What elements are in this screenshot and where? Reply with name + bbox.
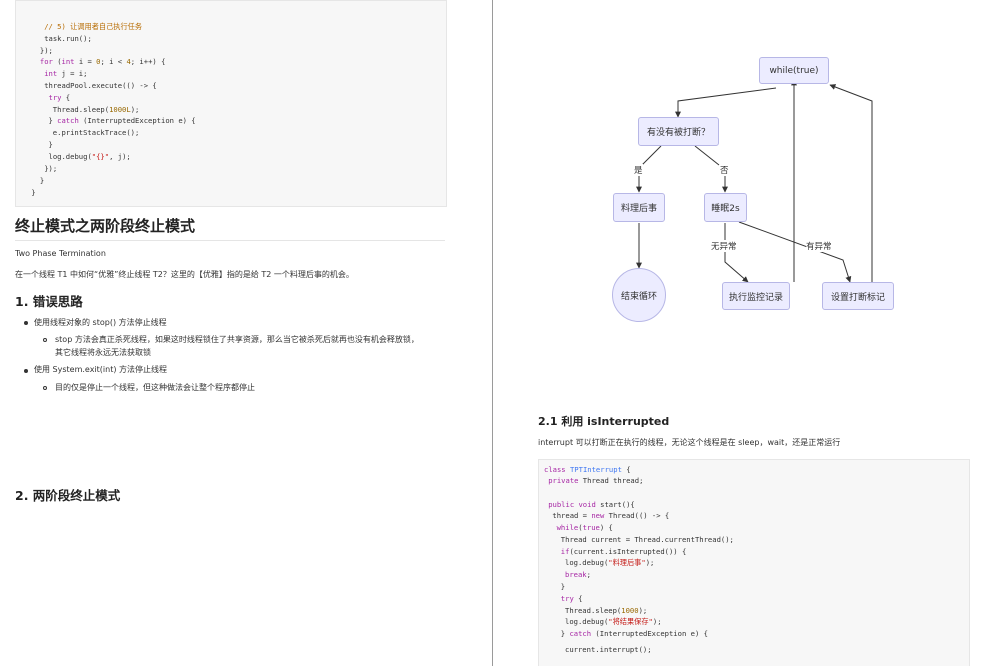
edge-label-no-exception: 无异常 [711,240,737,252]
code-line: // 5) 让调用者自己执行任务 [44,22,143,31]
section-isinterrupted-title: 2.1 利用 isInterrupted [538,415,670,428]
edge-label-exception: 有异常 [806,240,832,252]
flowchart-edges [636,79,873,283]
bullet-dot [24,369,28,373]
heading-termination-pattern: 终止模式之两阶段终止模式 [15,215,445,241]
code-line: try { [48,93,71,102]
sub-bullet-stop-line2: 其它线程将永远无法获取锁 [55,348,151,357]
code-line: while(true) { [556,523,613,532]
code-line: public void start(){ [548,500,635,509]
node-check-interrupted: 有没有被打断？ [638,117,719,146]
subtitle-two-phase: Two Phase Termination [15,249,106,258]
edge-check-yes [638,145,662,169]
edge-setflag-to-loop [829,84,873,282]
edge-label-no: 否 [720,164,729,176]
code-line: threadPool.execute(() -> { [44,81,157,90]
page-divider [492,0,493,666]
code-line: Thread.sleep(1000); [565,606,648,615]
code-line: if(current.isInterrupted()) { [560,547,687,556]
code-line: log.debug("料理后事"); [565,558,655,567]
isinterrupted-description: interrupt 可以打断正在执行的线程，无论这个线程是在 sleep，wai… [538,438,841,447]
code-line: }); [39,46,53,55]
left-page: // 5) 让调用者自己执行任务 task.run();}); for (int i… [15,0,447,503]
bullet-dot [24,321,28,325]
bullet-circle [43,386,47,390]
bullet-stop-method: 使用线程对象的 stop() 方法停止线程 [34,318,167,327]
right-page: while(true) 有没有被打断？ 料理后事 睡眠2s 结束循环 执行监控记… [493,0,982,666]
node-set-interrupt-flag: 设置打断标记 [822,282,894,310]
code-line: } catch (InterruptedException e) { [560,629,708,638]
code-line: Thread current = Thread.currentThread(); [560,535,734,544]
intro-paragraph: 在一个线程 T1 中如何“优雅”终止线程 T2？这里的【优雅】指的是给 T2 一… [15,270,354,279]
code-line: private Thread thread; [548,476,644,485]
edge-sleep-exception [738,221,852,283]
section-two-phase-title: 2. 两阶段终止模式 [15,488,121,503]
code-line: log.debug("{}", j); [48,152,131,161]
code-line: log.debug("将结果保存"); [565,617,662,626]
code-line: Thread.sleep(1000L); [52,105,140,114]
bullet-system-exit: 使用 System.exit(int) 方法停止线程 [34,365,168,374]
node-end-loop: 结束循环 [612,268,666,322]
code-line: e.printStackTrace(); [52,128,140,137]
node-while-true: while(true) [759,57,829,84]
node-sleep-2s: 睡眠2s [704,193,747,222]
edge-sleep-no-exception [724,223,749,283]
code-line: } [560,582,566,591]
sub-bullet-system-exit: 目的仅是停止一个线程，但这种做法会让整个程序都停止 [55,383,255,392]
node-cleanup: 料理后事 [613,193,665,222]
edge-loop-to-check [675,87,777,118]
code-line: class TPTInterrupt { [544,465,631,474]
code-block-thread-pool: // 5) 让调用者自己执行任务 task.run();}); for (int i… [15,0,447,207]
code-line: try { [560,594,583,603]
code-line: int j = i; [44,69,88,78]
code-line: } [39,176,45,185]
code-line: }); [44,164,58,173]
code-line: task.run(); [44,34,92,43]
code-line: break; [565,570,591,579]
code-line: current.interrupt(); [565,645,652,654]
code-line: for (int i = 0; i < 4; i++) { [39,57,166,66]
code-line: } [31,188,36,197]
code-line: } catch (InterruptedException e) { [48,116,196,125]
bullet-circle [43,338,47,342]
node-monitor-record: 执行监控记录 [722,282,790,310]
code-block-tpt-interrupt: class TPTInterrupt { private Thread threa… [538,459,970,666]
code-line: } [48,140,53,149]
section-wrong-approach-title: 1. 错误思路 [15,294,83,309]
sub-bullet-stop-line1: stop 方法会真正杀死线程，如果这时线程锁住了共享资源，那么当它被杀死后就再也… [55,335,419,344]
edge-label-yes: 是 [634,164,643,176]
code-line: thread = new Thread(() -> { [552,511,670,520]
edge-check-no [694,145,720,166]
